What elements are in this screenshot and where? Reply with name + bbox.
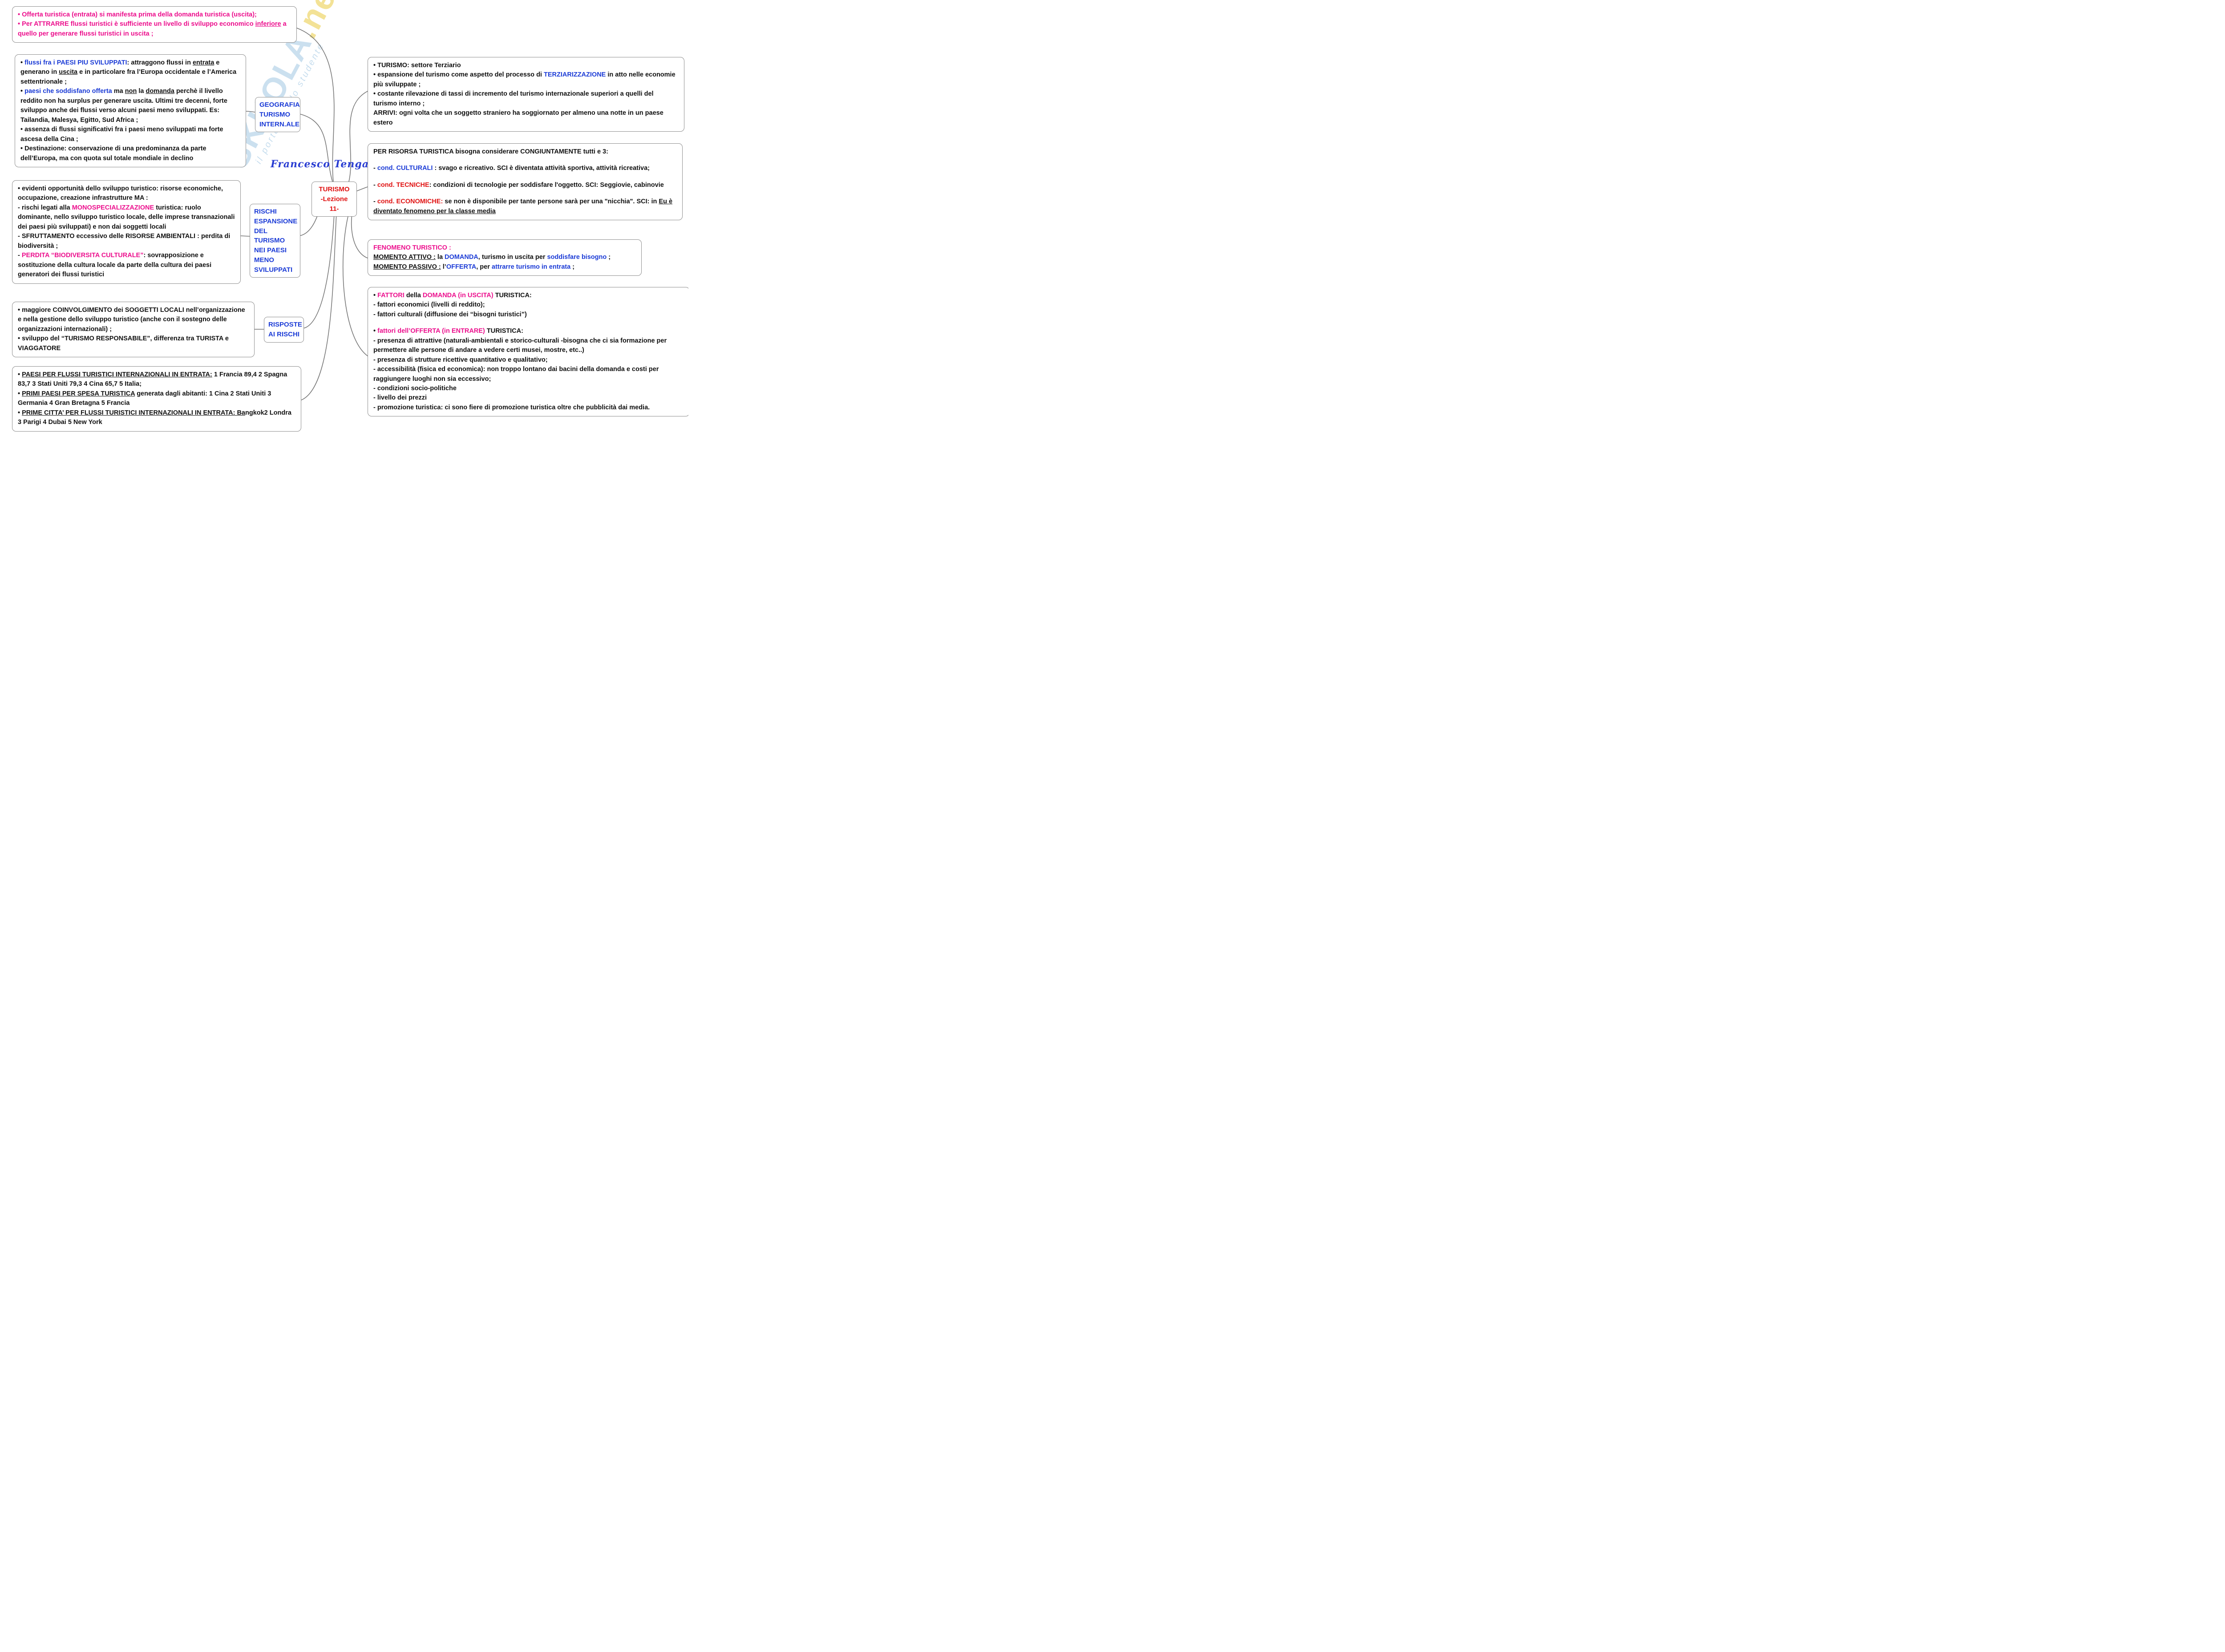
text-line: ESPANSIONE	[254, 217, 298, 225]
box-turismo-settore-terziario: • TURISMO: settore Terziario • espansione…	[368, 57, 684, 132]
text-line: - condizioni socio-politiche	[373, 385, 457, 392]
text-line: • flussi fra i PAESI PIU SVILUPPATI: att…	[20, 59, 237, 85]
connector-lines	[239, 28, 368, 401]
text-line: MENO	[254, 256, 274, 264]
text-line: MOMENTO PASSIVO : l’OFFERTA, per attrarr…	[373, 263, 575, 271]
text-line: - livello dei prezzi	[373, 394, 427, 402]
text-line: FENOMENO TURISTICO :	[373, 244, 451, 251]
text-line: • PRIMI PAESI PER SPESA TURISTICA genera…	[18, 390, 271, 407]
box-classifiche-flussi: • PAESI PER FLUSSI TURISTICI INTERNAZION…	[12, 366, 301, 432]
text-line: - fattori economici (livelli di reddito)…	[373, 301, 485, 309]
text-line: GEOGRAFIA	[259, 101, 300, 109]
text-line: TURISMO	[259, 110, 291, 118]
text-line: - cond. ECONOMICHE: se non è disponibile…	[373, 198, 673, 215]
text-line: ARRIVI: ogni volta che un soggetto stran…	[373, 109, 663, 126]
text-line: MOMENTO ATTIVO : la DOMANDA, turismo in …	[373, 254, 611, 261]
text-line: SVILUPPATI	[254, 266, 293, 274]
text-line: • Offerta turistica (entrata) si manifes…	[18, 11, 257, 18]
text-line: • evidenti opportunità dello sviluppo tu…	[18, 185, 223, 202]
text-line: RISPOSTE	[268, 321, 302, 328]
text-line: • Per ATTRARRE flussi turistici è suffic…	[18, 20, 287, 37]
text-line	[373, 190, 677, 197]
text-line: • fattori dell’OFFERTA (in ENTRARE) TURI…	[373, 327, 523, 335]
text-line: - rischi legati alla MONOSPECIALIZZAZION…	[18, 204, 235, 230]
text-line: • FATTORI della DOMANDA (in USCITA) TURI…	[373, 292, 532, 299]
node-turismo-lezione-11: TURISMO -Lezione 11-	[312, 182, 357, 217]
text-line: DEL TURISMO	[254, 227, 285, 245]
text-line: RISCHI	[254, 208, 277, 215]
text-line: INTERN.ALE	[259, 120, 299, 128]
text-line: - presenza di attrattive (naturali-ambie…	[373, 337, 667, 354]
text-line	[373, 319, 684, 327]
text-line: • assenza di flussi significativi fra i …	[20, 126, 223, 143]
box-fenomeno-turistico: FENOMENO TURISTICO : MOMENTO ATTIVO : la …	[368, 239, 642, 276]
text-line: • PAESI PER FLUSSI TURISTICI INTERNAZION…	[18, 371, 287, 388]
box-coinvolgimento-soggetti-locali: • maggiore COINVOLGIMENTO dei SOGGETTI L…	[12, 302, 255, 358]
text-line: PER RISORSA TURISTICA bisogna considerar…	[373, 148, 608, 155]
text-line: - cond. TECNICHE: condizioni di tecnolog…	[373, 181, 664, 189]
text-line: AI RISCHI	[268, 330, 300, 338]
text-line: • sviluppo del “TURISMO RESPONSABILE”, d…	[18, 335, 229, 352]
text-line: • maggiore COINVOLGIMENTO dei SOGGETTI L…	[18, 307, 245, 333]
text-line: - promozione turistica: ci sono fiere di…	[373, 404, 650, 411]
text-line: - cond. CULTURALI : svago e ricreativo. …	[373, 165, 650, 172]
node-risposte-ai-rischi: RISPOSTE AI RISCHI	[264, 317, 304, 343]
text-line: NEI PAESI	[254, 246, 287, 254]
text-line: • Destinazione: conservazione di una pre…	[20, 145, 206, 162]
text-line: - accessibilità (fisica ed economica): n…	[373, 366, 659, 383]
text-line: TURISMO	[319, 186, 350, 193]
box-opportunita-rischi: • evidenti opportunità dello sviluppo tu…	[12, 180, 241, 284]
box-offerta-turistica: • Offerta turistica (entrata) si manifes…	[12, 6, 297, 43]
text-line: -Lezione 11-	[320, 195, 348, 213]
text-line: - fattori culturali (diffusione dei “bis…	[373, 311, 527, 318]
text-line: - presenza di strutture ricettive quanti…	[373, 356, 548, 364]
text-line: • PRIME CITTA’ PER FLUSSI TURISTICI INTE…	[18, 409, 291, 426]
text-line	[373, 157, 677, 164]
box-fattori-domanda-offerta: • FATTORI della DOMANDA (in USCITA) TURI…	[368, 287, 688, 417]
mindmap-canvas: SKUOLA.net il portale dello studente • O…	[0, 0, 688, 440]
text-line: • costante rilevazione di tassi di incre…	[373, 90, 654, 107]
text-line: • paesi che soddisfano offerta ma non la…	[20, 88, 227, 124]
box-risorsa-turistica-condizioni: PER RISORSA TURISTICA bisogna considerar…	[368, 143, 683, 221]
text-line: • espansione del turismo come aspetto de…	[373, 71, 676, 88]
text-line	[373, 174, 677, 181]
text-line: - SFRUTTAMENTO eccessivo delle RISORSE A…	[18, 233, 231, 250]
text-line: - PERDITA “BIODIVERSITA CULTURALE”: sovr…	[18, 252, 212, 279]
box-flussi-internazionali: • flussi fra i PAESI PIU SVILUPPATI: att…	[15, 54, 246, 167]
text-line: • TURISMO: settore Terziario	[373, 62, 461, 69]
